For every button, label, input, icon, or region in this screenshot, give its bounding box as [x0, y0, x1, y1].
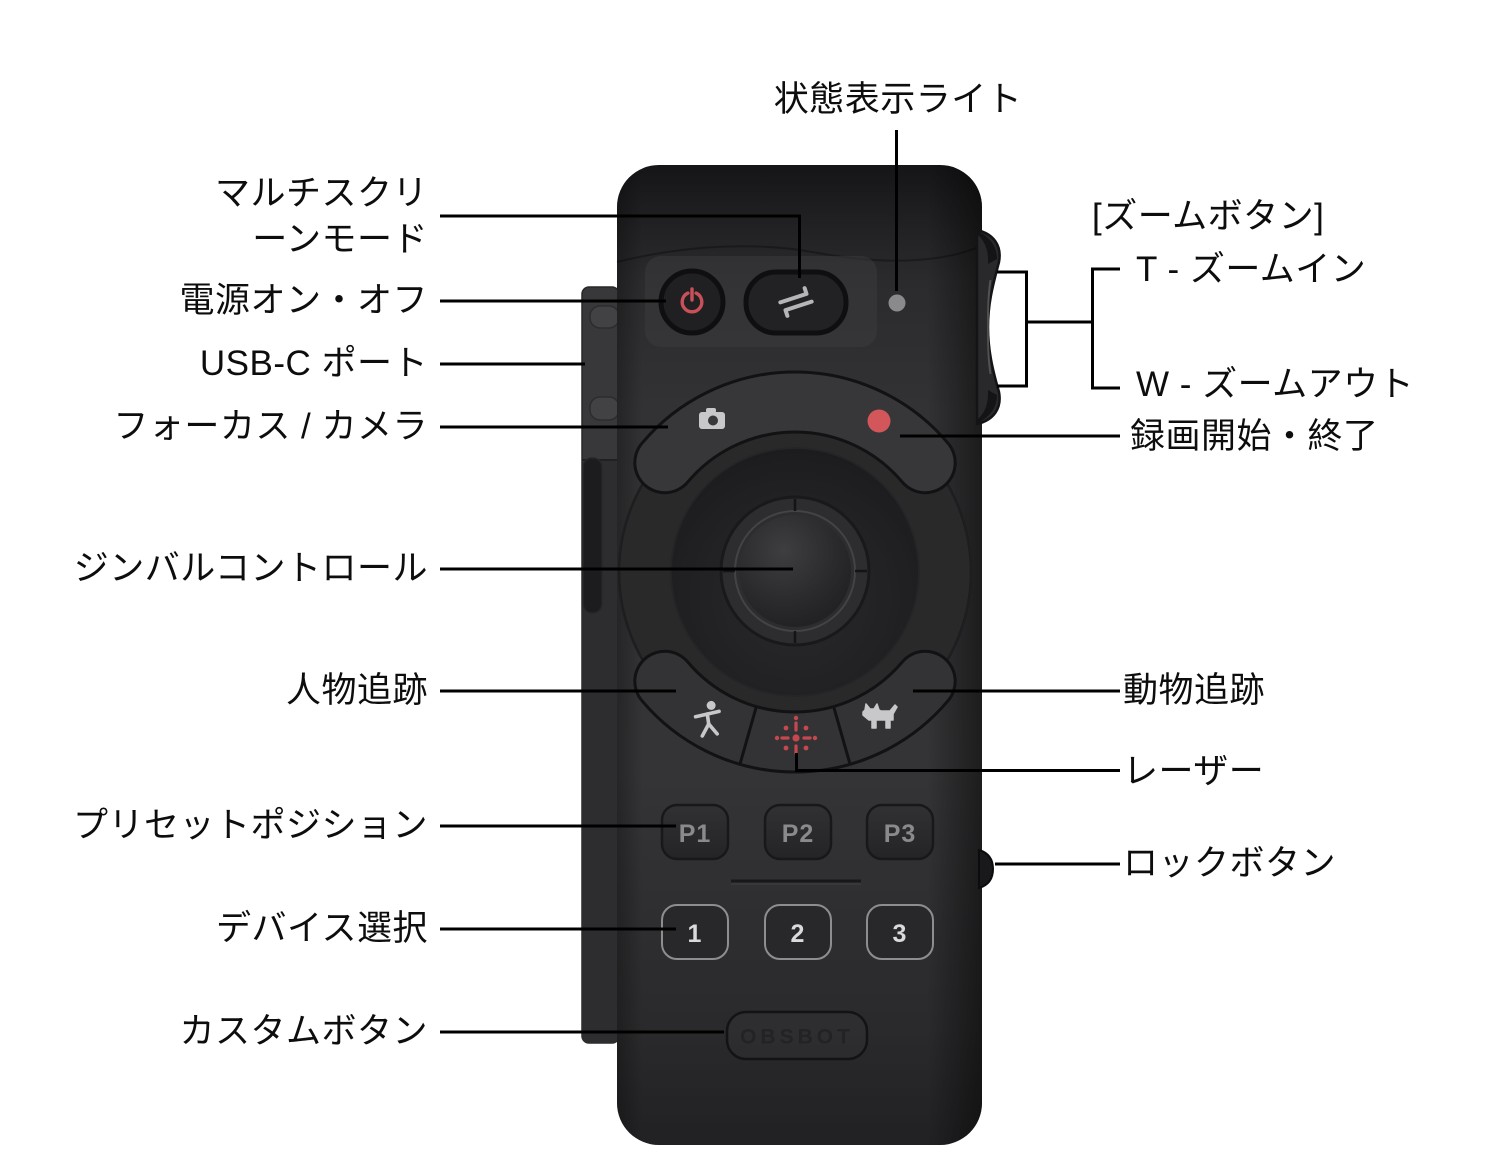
callout-lock-button: ロックボタン [1123, 843, 1337, 883]
device-button-2-label: 2 [791, 920, 806, 948]
leader-multi-screen [440, 214, 801, 278]
multi-screen-button[interactable] [743, 269, 849, 336]
button-divider [731, 879, 861, 885]
preset-button-p3[interactable] [865, 803, 935, 861]
side-tab [589, 305, 620, 329]
zoom-bracket-left [997, 270, 1028, 388]
obsbot-logo-text: OBSBOT [740, 1026, 854, 1049]
preset-button-p2-label: P2 [782, 820, 815, 848]
preset-button-p1-label: P1 [679, 820, 712, 848]
device-buttons: 1 2 3 [661, 904, 934, 960]
callout-usb-c-port: USB-C ポート [199, 343, 428, 383]
callout-focus-camera: フォーカス / カメラ [113, 406, 428, 446]
callout-laser: レーザー [1123, 751, 1265, 791]
lock-knob[interactable] [978, 848, 995, 890]
joystick-ticks [723, 499, 867, 643]
leader-lines [440, 130, 1120, 1034]
left-side-panel [581, 286, 620, 1044]
callout-preset-position: プリセットポジション [72, 805, 428, 845]
zoom-rocker-bottom-notch [978, 390, 997, 423]
device-button-2[interactable] [764, 904, 832, 960]
leader-laser [795, 753, 1120, 772]
joystick[interactable] [719, 495, 871, 647]
callout-multi-screen-mode-line1: マルチスクリ [214, 173, 428, 213]
top-arc-buttons[interactable] [633, 370, 957, 495]
callout-multi-screen-mode: マルチスクリ ーンモード [215, 171, 428, 263]
preset-button-p3-label: P3 [884, 820, 917, 848]
laser-icon [774, 715, 818, 755]
arc-divider-right [832, 707, 852, 764]
record-icon [867, 409, 891, 433]
top-face-crease [616, 245, 982, 263]
callout-animal-tracking: 動物追跡 [1123, 670, 1266, 710]
multi-screen-icon [778, 286, 814, 318]
power-icon [680, 287, 704, 314]
callout-multi-screen-mode-line2: ーンモード [252, 220, 428, 259]
custom-obsbot-button[interactable]: OBSBOT [725, 1010, 869, 1061]
callout-human-tracking: 人物追跡 [285, 670, 428, 710]
callout-status-light: 状態表示ライト [773, 79, 1023, 119]
callout-zoom-out: W - ズームアウト [1136, 364, 1415, 404]
callout-gimbal-control: ジンバルコントロール [73, 548, 428, 588]
camera-icon [699, 408, 725, 429]
device-button-3[interactable] [866, 904, 934, 960]
tracking-arc-buttons[interactable] [633, 649, 957, 774]
power-button[interactable] [658, 268, 726, 336]
preset-button-p2[interactable] [763, 803, 833, 861]
callout-zoom-button-group: [ズームボタン] [1092, 196, 1325, 236]
zoom-rocker[interactable] [975, 228, 1001, 426]
device-button-1[interactable] [661, 904, 729, 960]
preset-buttons: P1 P2 P3 [660, 803, 935, 861]
zoom-rocker-highlight [986, 279, 992, 375]
device-button-3-label: 3 [893, 920, 908, 948]
callout-power: 電源オン・オフ [179, 280, 428, 320]
callout-zoom-in: T - ズームイン [1136, 249, 1367, 289]
usb-c-port[interactable] [589, 396, 620, 421]
zoom-bracket-right [1091, 267, 1120, 390]
zoom-rocker-top-notch [978, 231, 997, 264]
callout-device-select: デバイス選択 [216, 908, 428, 948]
human-tracking-icon [693, 700, 721, 738]
callout-custom-button: カスタムボタン [179, 1011, 428, 1051]
preset-button-p1[interactable] [660, 803, 730, 861]
device-button-1-label: 1 [688, 920, 703, 948]
arc-divider-left [738, 707, 758, 764]
status-light [888, 294, 906, 312]
callout-record-start-stop: 録画開始・終了 [1130, 416, 1379, 456]
side-panel-inset [582, 457, 603, 614]
animal-tracking-icon [862, 703, 898, 729]
